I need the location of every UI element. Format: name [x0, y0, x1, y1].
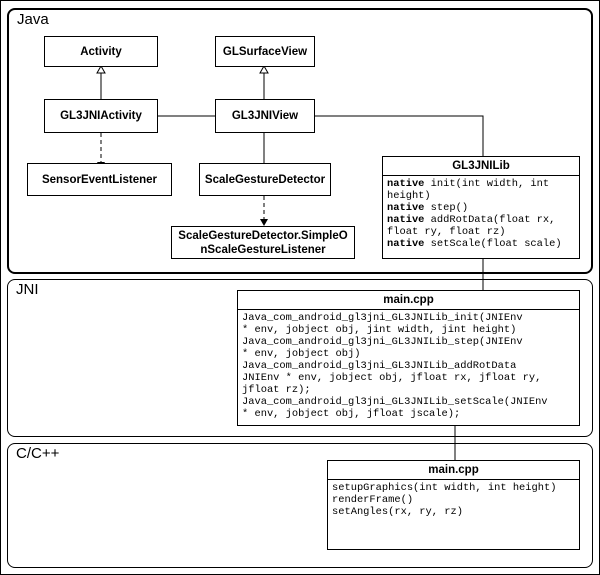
- method-init-cont: height): [387, 190, 431, 202]
- gl3jniview-class: GL3JNIView: [215, 99, 315, 133]
- method-step: native step(): [387, 202, 469, 214]
- jni-line: * env, jobject obj, jfloat jscale);: [242, 408, 461, 420]
- scalegesturedetector-label: ScaleGestureDetector: [204, 173, 326, 186]
- cpp-line: renderFrame(): [332, 494, 414, 506]
- jni-functions: Java_com_android_gl3jni_GL3JNILib_init(J…: [238, 310, 579, 422]
- glsurfaceview-label: GLSurfaceView: [222, 45, 308, 58]
- simple-listener-label-line1: ScaleGestureDetector.SimpleO: [178, 229, 348, 242]
- method-init: native init(int width, int: [387, 178, 550, 190]
- cpp-line: setAngles(rx, ry, rz): [332, 506, 463, 518]
- jni-line: JNIEnv * env, jobject obj, jfloat rx, jf…: [242, 372, 542, 384]
- scalegesturedetector-class: ScaleGestureDetector: [199, 163, 331, 196]
- cpp-main-cpp-title: main.cpp: [328, 461, 579, 480]
- simple-listener-class: ScaleGestureDetector.SimpleO nScaleGestu…: [171, 226, 355, 259]
- jni-line: * env, jobject obj, jint width, jint hei…: [242, 324, 517, 336]
- jni-line: jfloat rz);: [242, 384, 311, 396]
- gl3jniactivity-class: GL3JNIActivity: [44, 99, 158, 133]
- jni-line: Java_com_android_gl3jni_GL3JNILib_addRot…: [242, 360, 517, 372]
- gl3jnilib-title: GL3JNILib: [383, 157, 579, 176]
- assoc-view-lib: [315, 115, 484, 156]
- gl3jniview-label: GL3JNIView: [231, 110, 299, 122]
- jni-line: * env, jobject obj): [242, 348, 361, 360]
- activity-class: Activity: [44, 36, 158, 67]
- arrowhead-listener: [260, 219, 268, 226]
- method-addrotdata-cont: float ry, float rz): [387, 226, 506, 238]
- arrowhead-glsurfaceview: [259, 64, 269, 74]
- gl3jniactivity-label: GL3JNIActivity: [60, 110, 142, 122]
- simple-listener-label-line2: nScaleGestureListener: [200, 243, 326, 256]
- jni-line: Java_com_android_gl3jni_GL3JNILib_init(J…: [242, 312, 523, 324]
- jni-line: Java_com_android_gl3jni_GL3JNILib_setSca…: [242, 396, 548, 408]
- method-setscale: native setScale(float scale): [387, 238, 562, 250]
- arrowhead-activity: [96, 64, 106, 74]
- activity-label: Activity: [80, 45, 122, 58]
- glsurfaceview-class: GLSurfaceView: [215, 36, 315, 67]
- jni-line: Java_com_android_gl3jni_GL3JNILib_step(J…: [242, 336, 523, 348]
- jni-main-cpp: main.cpp Java_com_android_gl3jni_GL3JNIL…: [237, 290, 580, 426]
- gl3jnilib-class: GL3JNILib native init(int width, int hei…: [382, 156, 580, 259]
- sensoreventlistener-class: SensorEventListener: [27, 163, 172, 196]
- cpp-layer-title: C/C++: [16, 445, 60, 462]
- method-addrotdata: native addRotData(float rx,: [387, 214, 556, 226]
- sensoreventlistener-label: SensorEventListener: [41, 173, 158, 186]
- jni-layer-title: JNI: [16, 281, 39, 298]
- cpp-functions: setupGraphics(int width, int height) ren…: [328, 480, 579, 520]
- cpp-main-cpp: main.cpp setupGraphics(int width, int he…: [327, 460, 580, 550]
- jni-main-cpp-title: main.cpp: [238, 291, 579, 310]
- cpp-line: setupGraphics(int width, int height): [332, 482, 557, 494]
- gl3jnilib-methods: native init(int width, int height) nativ…: [383, 176, 579, 252]
- java-layer-title: Java: [17, 11, 49, 28]
